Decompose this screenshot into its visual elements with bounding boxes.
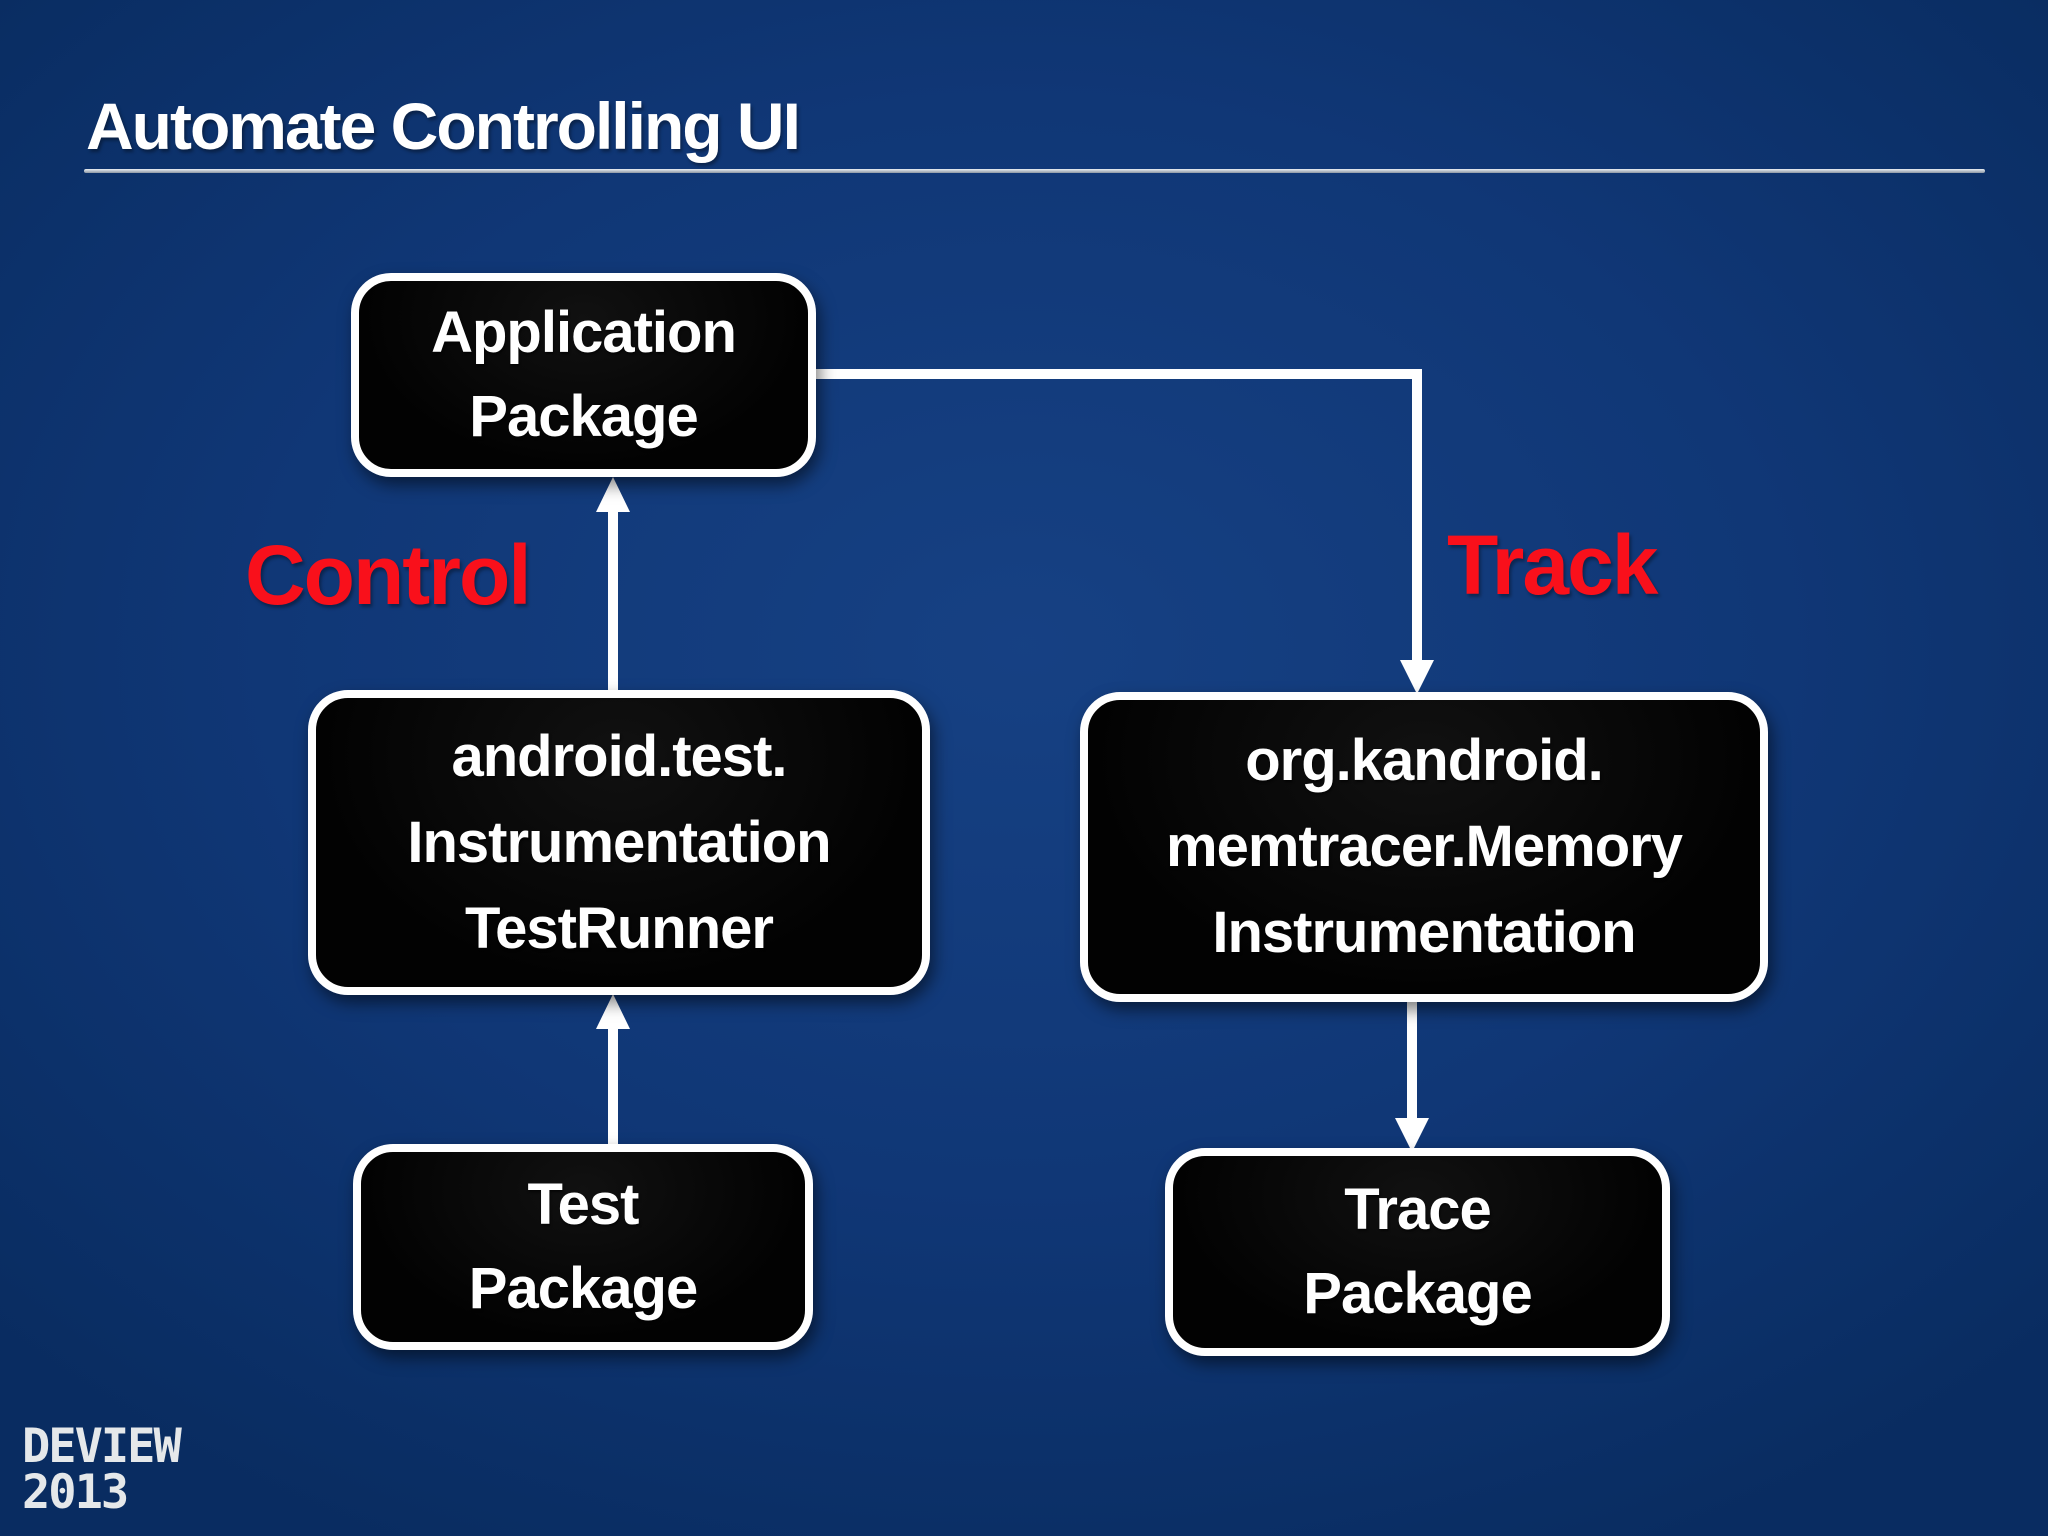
node-instrumentation-test-runner: android.test. Instrumentation TestRunner bbox=[308, 690, 930, 995]
node-test-package: Test Package bbox=[353, 1144, 813, 1350]
track-edge-label: Track bbox=[1447, 518, 1659, 612]
node-instrumentation-test-runner-label: android.test. Instrumentation TestRunner bbox=[407, 723, 831, 961]
node-trace-package: Trace Package bbox=[1165, 1148, 1670, 1356]
deview-logo-line1: DEVIEW bbox=[22, 1419, 182, 1474]
arrowhead-mem-to-trace-down-icon bbox=[1395, 1118, 1429, 1152]
title-underline bbox=[84, 169, 1985, 173]
node-memory-instrumentation: org.kandroid. memtracer.Memory Instrumen… bbox=[1080, 692, 1768, 1002]
edge-track-line bbox=[814, 369, 1422, 662]
deview-logo-line2: 2013 bbox=[22, 1465, 129, 1520]
node-trace-package-label: Trace Package bbox=[1303, 1177, 1532, 1326]
page-title: Automate Controlling UI bbox=[86, 89, 801, 163]
arrowhead-track-down-icon bbox=[1400, 660, 1434, 694]
arrowhead-test-to-runner-up-icon bbox=[596, 994, 630, 1029]
node-test-package-label: Test Package bbox=[468, 1172, 698, 1321]
node-memory-instrumentation-label: org.kandroid. memtracer.Memory Instrumen… bbox=[1166, 728, 1683, 965]
deview-2013-logo: DEVIEW 2013 bbox=[22, 1419, 182, 1520]
node-application-package-label: Application Package bbox=[431, 300, 737, 449]
control-edge-label: Control bbox=[245, 528, 532, 622]
arrowhead-control-up-icon bbox=[596, 477, 630, 512]
node-application-package: Application Package bbox=[351, 273, 816, 477]
